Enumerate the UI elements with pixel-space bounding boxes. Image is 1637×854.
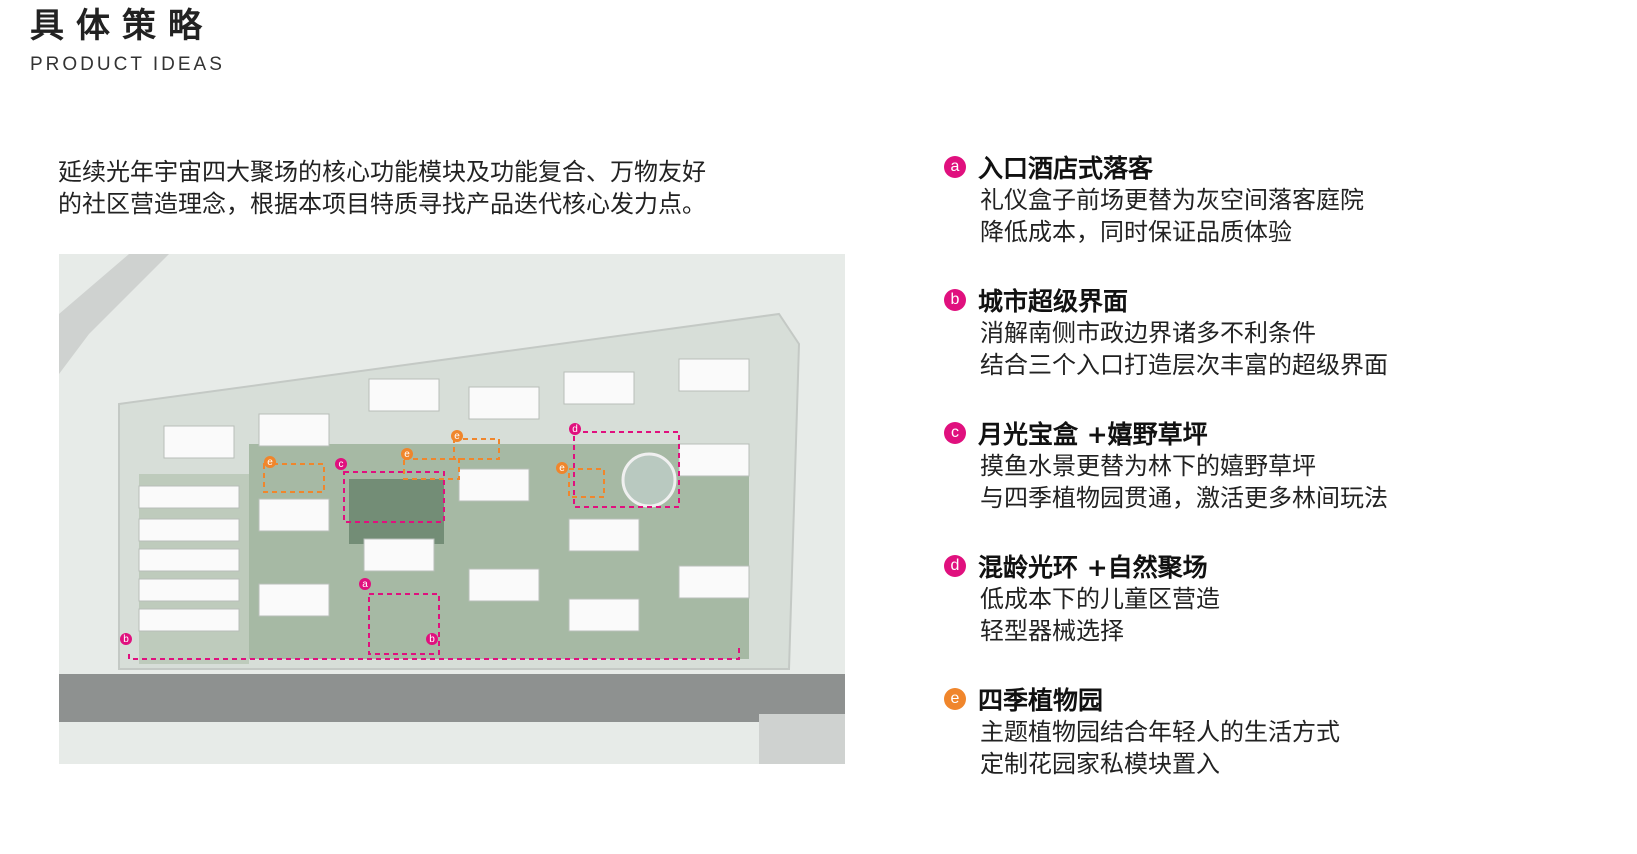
- strategy-item-a: a 入口酒店式落客 礼仪盒子前场更替为灰空间落客庭院 降低成本，同时保证品质体验: [944, 150, 1364, 248]
- strategy-item-b: b 城市超级界面 消解南侧市政边界诸多不利条件 结合三个入口打造层次丰富的超级界…: [944, 283, 1388, 381]
- svg-text:c: c: [339, 459, 344, 470]
- site-plan-drawing: a b b c d e e e e: [59, 254, 845, 764]
- marker-b: b: [426, 633, 438, 645]
- road: [759, 714, 845, 764]
- strategy-item-e: e 四季植物园 主题植物园结合年轻人的生活方式 定制花园家私模块置入: [944, 682, 1340, 780]
- strategy-line: 轻型器械选择: [980, 617, 1124, 645]
- round-plaza: [621, 452, 677, 508]
- svg-text:b: b: [429, 634, 435, 645]
- svg-text:e: e: [454, 431, 460, 442]
- page-header: 具体策略 PRODUCT IDEAS: [30, 6, 225, 76]
- intro-line: 的社区营造理念，根据本项目特质寻找产品迭代核心发力点。: [58, 190, 706, 218]
- strategy-item-d: d 混龄光环 +自然聚场 低成本下的儿童区营造 轻型器械选择: [944, 549, 1220, 647]
- strategy-line: 降低成本，同时保证品质体验: [980, 218, 1292, 246]
- badge-a: a: [944, 156, 966, 178]
- strategy-item-c: c 月光宝盒 +嬉野草坪 摸鱼水景更替为林下的嬉野草坪 与四季植物园贯通，激活更…: [944, 416, 1388, 514]
- intro-line: 延续光年宇宙四大聚场的核心功能模块及功能复合、万物友好: [58, 158, 706, 186]
- map-markers: a b b c d e e e e: [120, 423, 581, 645]
- road: [59, 254, 169, 374]
- strategy-line: 低成本下的儿童区营造: [980, 585, 1220, 613]
- strategy-title: 四季植物园: [978, 686, 1104, 715]
- strategy-line: 定制花园家私模块置入: [980, 750, 1220, 778]
- svg-text:e: e: [267, 457, 273, 468]
- marker-e: e: [401, 448, 413, 460]
- strategy-line: 主题植物园结合年轻人的生活方式: [980, 718, 1340, 746]
- intro-paragraph: 延续光年宇宙四大聚场的核心功能模块及功能复合、万物友好 的社区营造理念，根据本项…: [58, 156, 778, 220]
- badge-c: c: [944, 422, 966, 444]
- highlight-zones: [128, 431, 740, 660]
- strategy-line: 摸鱼水景更替为林下的嬉野草坪: [980, 452, 1316, 480]
- marker-a: a: [359, 578, 371, 590]
- residential-buildings: [138, 358, 750, 632]
- badge-e: e: [944, 688, 966, 710]
- page-subtitle: PRODUCT IDEAS: [30, 54, 225, 75]
- strategy-line: 与四季植物园贯通，激活更多林间玩法: [980, 484, 1388, 512]
- road: [59, 674, 845, 722]
- marker-c: c: [335, 458, 347, 470]
- strategy-title: 城市超级界面: [978, 287, 1129, 316]
- strategy-title: 月光宝盒 +嬉野草坪: [978, 420, 1208, 449]
- water-feature: [349, 479, 444, 544]
- page-title: 具体策略: [30, 6, 214, 46]
- svg-text:a: a: [362, 579, 368, 590]
- marker-d: d: [569, 423, 581, 435]
- svg-text:e: e: [404, 449, 410, 460]
- svg-text:b: b: [123, 634, 129, 645]
- strategy-title: 入口酒店式落客: [978, 154, 1154, 183]
- marker-e: e: [556, 462, 568, 474]
- site-plan-map: a b b c d e e e e: [59, 254, 845, 764]
- badge-d: d: [944, 555, 966, 577]
- strategy-title: 混龄光环 +自然聚场: [978, 553, 1208, 582]
- marker-e: e: [451, 430, 463, 442]
- strategy-line: 礼仪盒子前场更替为灰空间落客庭院: [980, 186, 1364, 214]
- strategy-line: 消解南侧市政边界诸多不利条件: [980, 319, 1316, 347]
- badge-b: b: [944, 289, 966, 311]
- strategy-line: 结合三个入口打造层次丰富的超级界面: [980, 351, 1388, 379]
- marker-b: b: [120, 633, 132, 645]
- marker-e: e: [264, 456, 276, 468]
- svg-text:e: e: [559, 463, 565, 474]
- svg-text:d: d: [572, 424, 578, 435]
